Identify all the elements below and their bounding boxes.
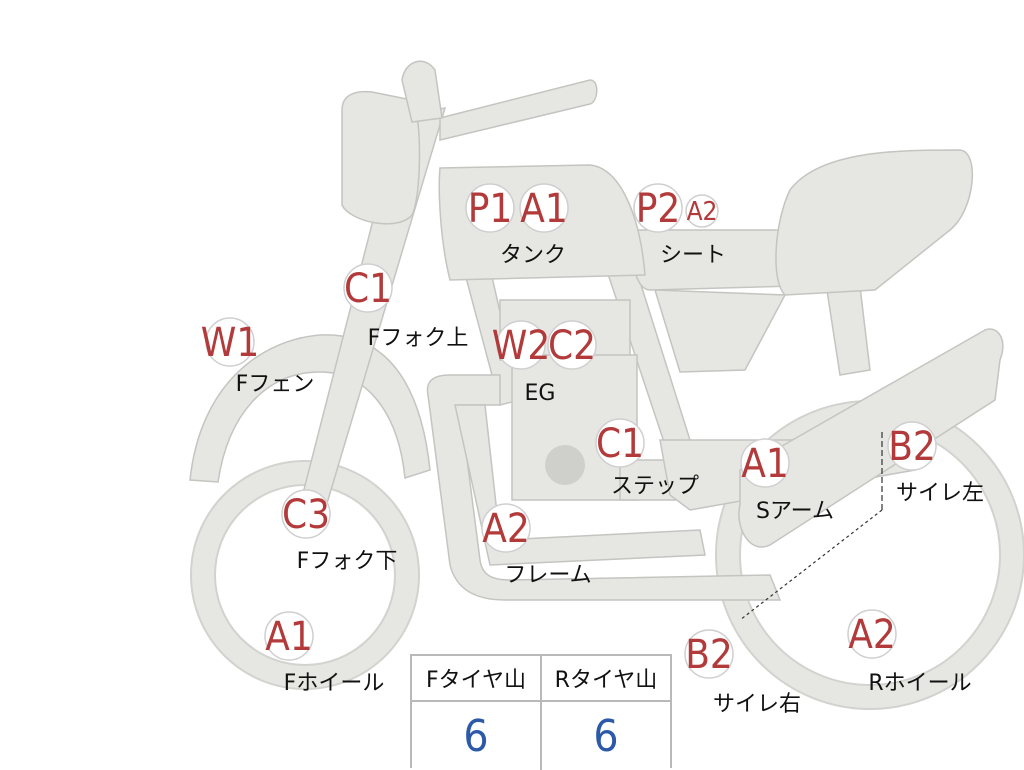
- front-wheel-shape: [190, 460, 420, 690]
- code-text: A2: [482, 506, 530, 552]
- code-badge: [595, 418, 645, 468]
- code-text: C1: [596, 421, 644, 467]
- code-text: A1: [265, 614, 313, 660]
- code-text: A2: [687, 197, 718, 227]
- code-badge: [519, 183, 569, 233]
- code-text: A1: [741, 441, 789, 487]
- code-text: C2: [548, 323, 596, 369]
- part-label: Fフォク下: [297, 549, 398, 574]
- code-badge: [740, 438, 790, 488]
- part-label: EG: [525, 381, 556, 406]
- tail-shape: [775, 149, 973, 296]
- handlebar-shape: [401, 60, 598, 141]
- part-label: ステップ: [611, 474, 699, 499]
- code-text: W2: [492, 323, 550, 369]
- code-text: W1: [201, 320, 259, 366]
- part-label: サイレ右: [713, 692, 801, 717]
- code-badge: [887, 421, 937, 471]
- rear-tire-header: Rタイヤ山: [540, 656, 670, 700]
- part-label: Fフェン: [236, 372, 315, 397]
- part-label: Rホイール: [868, 671, 971, 696]
- code-badge: [633, 183, 683, 233]
- tire-tread-table: Fタイヤ山 Rタイヤ山 6 6: [410, 654, 672, 770]
- tire-table-values: 6 6: [412, 702, 670, 770]
- part-label: サイレ左: [896, 481, 984, 506]
- code-text: P2: [636, 186, 681, 232]
- code-badge: [343, 263, 393, 313]
- frame-shape: [426, 179, 871, 601]
- rear-tire-value: 6: [540, 702, 670, 770]
- part-label: Sアーム: [756, 499, 834, 524]
- code-text: A2: [848, 612, 896, 658]
- code-text: C3: [282, 492, 330, 538]
- code-badge: [205, 317, 255, 367]
- part-label: フレーム: [504, 563, 591, 588]
- code-text: A1: [520, 186, 568, 232]
- part-label: シート: [660, 243, 726, 268]
- front-tire-value: 6: [463, 710, 489, 762]
- part-label: タンク: [500, 243, 566, 268]
- marker-frame: A2 フレーム: [481, 503, 592, 588]
- code-badge: [547, 320, 597, 370]
- headlight-shape: [341, 90, 421, 225]
- tire-table-header: Fタイヤ山 Rタイヤ山: [412, 656, 670, 702]
- code-badge: [685, 194, 719, 228]
- leader-line: [739, 432, 883, 621]
- code-text: C1: [344, 266, 392, 312]
- marker-step: C1 ステップ: [595, 418, 699, 499]
- code-badge: [281, 489, 331, 539]
- part-label: Fホイール: [284, 671, 385, 696]
- marker-muffler-right: B2 サイレ右: [684, 629, 801, 717]
- code-badge: [465, 183, 515, 233]
- code-text: P1: [468, 186, 513, 232]
- code-text: B2: [685, 632, 733, 678]
- marker-muffler-left: B2 サイレ左: [887, 421, 984, 506]
- part-label: Fフォク上: [368, 326, 469, 351]
- front-tire-header: Fタイヤ山: [426, 668, 526, 693]
- code-badge: [481, 503, 531, 553]
- code-badge: [684, 629, 734, 679]
- code-badge: [847, 609, 897, 659]
- side-cover-shape: [653, 289, 787, 373]
- front-fender-shape: [189, 334, 431, 483]
- code-badge: [264, 611, 314, 661]
- code-text: B2: [888, 424, 936, 470]
- code-badge: [496, 320, 546, 370]
